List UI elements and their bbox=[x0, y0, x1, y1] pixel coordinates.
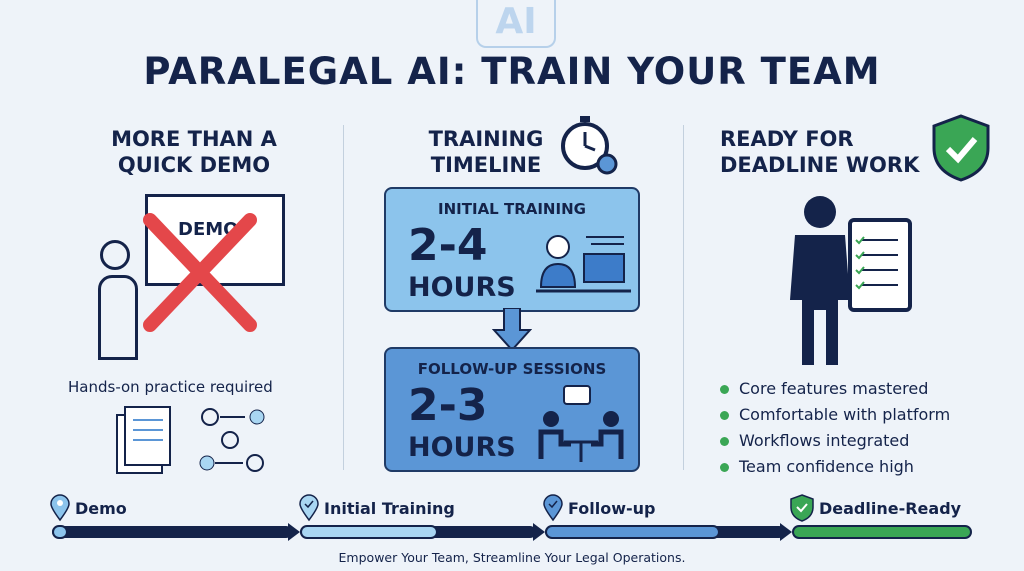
arrow-icon bbox=[780, 523, 792, 541]
card-hours-value: 2-4 bbox=[408, 220, 488, 271]
person-at-computer-icon bbox=[536, 235, 631, 293]
heading-line: QUICK DEMO bbox=[117, 153, 271, 177]
card-label: INITIAL TRAINING bbox=[438, 200, 586, 218]
list-item-text: Workflows integrated bbox=[739, 431, 910, 450]
timeline-stage-initial-training: Initial Training bbox=[299, 494, 455, 522]
stopwatch-gear-icon bbox=[561, 116, 618, 175]
card-hours-unit: HOURS bbox=[408, 272, 516, 303]
list-item-text: Team confidence high bbox=[739, 457, 914, 476]
timeline-stage-follow-up: Follow-up bbox=[543, 494, 656, 522]
column-divider bbox=[343, 125, 344, 470]
timeline-bar-deadline-ready bbox=[792, 525, 972, 539]
red-x-icon bbox=[143, 213, 257, 332]
heading-line: DEADLINE WORK bbox=[720, 153, 920, 177]
timeline-node-demo bbox=[52, 525, 68, 539]
timeline-stage-demo: Demo bbox=[50, 494, 127, 522]
bullet-icon bbox=[720, 463, 729, 472]
shield-check-icon bbox=[790, 494, 814, 522]
left-heading: MORE THAN A QUICK DEMO bbox=[100, 126, 288, 178]
list-item: Team confidence high bbox=[720, 454, 950, 480]
left-caption: Hands-on practice required bbox=[68, 378, 273, 396]
bullet-icon bbox=[720, 385, 729, 394]
stage-label: Demo bbox=[75, 498, 127, 518]
list-item: Core features mastered bbox=[720, 376, 950, 402]
middle-heading: TRAINING TIMELINE bbox=[418, 126, 554, 178]
list-item: Comfortable with platform bbox=[720, 402, 950, 428]
heading-line: TIMELINE bbox=[430, 153, 542, 177]
card-hours-unit: HOURS bbox=[408, 432, 516, 463]
confident-person-checklist-icon bbox=[790, 196, 912, 365]
check-pin-icon bbox=[299, 494, 319, 522]
board-text: DEMO bbox=[178, 219, 239, 240]
page-title: PARALEGAL AI: TRAIN YOUR TEAM bbox=[143, 50, 881, 93]
card-hours-value: 2-3 bbox=[408, 380, 488, 431]
stage-label: Follow-up bbox=[568, 498, 656, 518]
down-arrow-icon bbox=[492, 308, 532, 352]
document-workflow-icon bbox=[116, 406, 265, 474]
demo-presentation-icon: DEMO bbox=[90, 190, 290, 370]
list-item: Workflows integrated bbox=[720, 428, 950, 454]
person-body bbox=[98, 275, 138, 360]
timeline-bar-initial-training bbox=[300, 525, 438, 539]
location-pin-icon bbox=[50, 494, 70, 522]
stage-label: Initial Training bbox=[324, 498, 455, 518]
heading-line: READY FOR bbox=[720, 127, 854, 151]
footer-tagline: Empower Your Team, Streamline Your Legal… bbox=[338, 550, 686, 565]
list-item-text: Comfortable with platform bbox=[739, 405, 951, 424]
bullet-icon bbox=[720, 411, 729, 420]
column-divider bbox=[683, 125, 684, 470]
follow-up-sessions-card: FOLLOW-UP SESSIONS 2-3 HOURS bbox=[384, 347, 640, 472]
shield-check-icon bbox=[932, 114, 990, 182]
timeline-bar-follow-up bbox=[545, 525, 720, 539]
stage-label: Deadline-Ready bbox=[819, 498, 962, 518]
timeline-connector bbox=[52, 526, 292, 538]
person-head bbox=[100, 240, 130, 270]
bullet-icon bbox=[720, 437, 729, 446]
timeline-stage-deadline-ready: Deadline-Ready bbox=[790, 494, 961, 522]
heading-line: MORE THAN A bbox=[111, 127, 277, 151]
heading-line: TRAINING bbox=[428, 127, 544, 151]
card-label: FOLLOW-UP SESSIONS bbox=[417, 360, 607, 378]
arrow-icon bbox=[533, 523, 545, 541]
list-item-text: Core features mastered bbox=[739, 379, 929, 398]
meeting-icon bbox=[538, 385, 624, 462]
chip-logo-text: AI bbox=[495, 1, 537, 42]
arrow-icon bbox=[288, 523, 300, 541]
check-pin-icon bbox=[543, 494, 563, 522]
ai-chip-graphic: AI bbox=[476, 0, 556, 48]
initial-training-card: INITIAL TRAINING 2-4 HOURS bbox=[384, 187, 640, 312]
right-heading: READY FOR DEADLINE WORK bbox=[720, 126, 919, 178]
readiness-list: Core features mastered Comfortable with … bbox=[720, 376, 950, 480]
